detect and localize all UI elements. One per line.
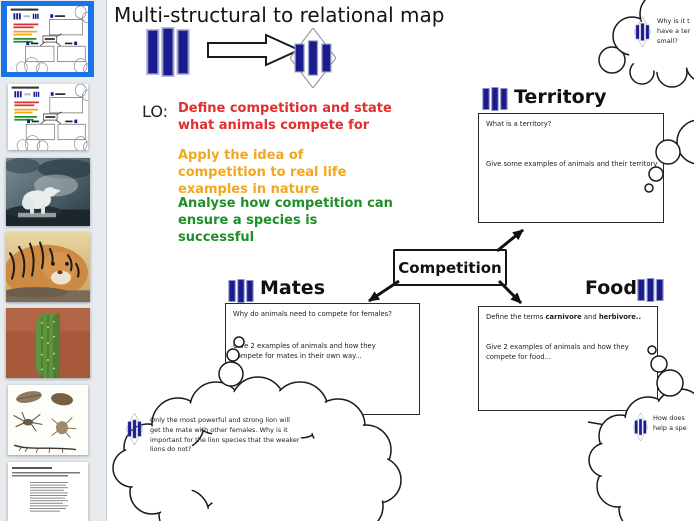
territory-question-1: What is a territory? bbox=[486, 120, 552, 128]
lo-label: LO: bbox=[142, 102, 169, 121]
territory-bars-icon bbox=[482, 87, 508, 111]
food-bars-icon bbox=[637, 278, 664, 302]
objective-analyse[interactable]: Analyse how competition can ensure a spe… bbox=[178, 196, 393, 245]
slide-title[interactable]: Multi-structural to relational map bbox=[114, 3, 445, 27]
bubble-bottom-right-text: How does help a spe bbox=[653, 414, 687, 432]
arrow-to-territory bbox=[496, 228, 524, 253]
relational-diamond-bars-icon bbox=[126, 413, 143, 445]
thumbnail-tiger-photo[interactable] bbox=[6, 232, 90, 302]
food-question-2: Give 2 examples of animals and how they … bbox=[486, 343, 629, 361]
thumbnail-concept-map-slide-2[interactable] bbox=[8, 84, 88, 150]
mates-bars-icon bbox=[228, 279, 254, 303]
mates-title[interactable]: Mates bbox=[260, 277, 326, 299]
thumbnail-insect-drawings[interactable] bbox=[8, 385, 88, 455]
thumbnail-text-slide[interactable] bbox=[8, 462, 88, 521]
competition-box[interactable]: Competition bbox=[393, 249, 507, 286]
mates-question-2: Give 2 examples of animals and how they … bbox=[233, 342, 376, 360]
multi-structural-bars-icon[interactable] bbox=[146, 27, 190, 77]
objective-apply[interactable]: Apply the idea of competition to real li… bbox=[178, 148, 347, 197]
transform-arrow-icon[interactable] bbox=[206, 33, 302, 67]
territory-title[interactable]: Territory bbox=[514, 86, 607, 108]
cloud-pointer-line bbox=[587, 421, 618, 428]
food-question-1: Define the terms carnivore and herbivore… bbox=[486, 313, 642, 321]
territory-question-2: Give some examples of animals and their … bbox=[486, 160, 658, 168]
slide-thumbnail-panel bbox=[0, 0, 107, 521]
bubble-top-right-text: Why is it t have a ter small? bbox=[657, 17, 691, 45]
objective-define[interactable]: Define competition and state what animal… bbox=[178, 101, 392, 133]
thumbnail-concept-map-slide[interactable] bbox=[7, 6, 88, 72]
thumbnail-polar-bear-photo[interactable] bbox=[6, 158, 90, 226]
food-box[interactable]: Define the terms carnivore and herbivore… bbox=[478, 306, 658, 411]
thumbnail-cactus-photo[interactable] bbox=[6, 308, 90, 378]
relational-diamond-bars-icon bbox=[634, 17, 651, 47]
bubble-bottom-left-text: Only the most powerful and strong lion w… bbox=[150, 416, 300, 454]
competition-label: Competition bbox=[398, 258, 502, 277]
relational-diamond-bars-icon[interactable] bbox=[290, 28, 336, 88]
mates-box[interactable]: Why do animals need to compete for femal… bbox=[225, 303, 420, 415]
territory-box[interactable]: What is a territory? Give some examples … bbox=[478, 113, 664, 223]
relational-diamond-bars-icon bbox=[633, 413, 648, 441]
mates-question-1: Why do animals need to compete for femal… bbox=[233, 310, 392, 318]
selected-thumbnail-frame bbox=[1, 1, 94, 77]
food-title[interactable]: Food bbox=[585, 277, 637, 299]
